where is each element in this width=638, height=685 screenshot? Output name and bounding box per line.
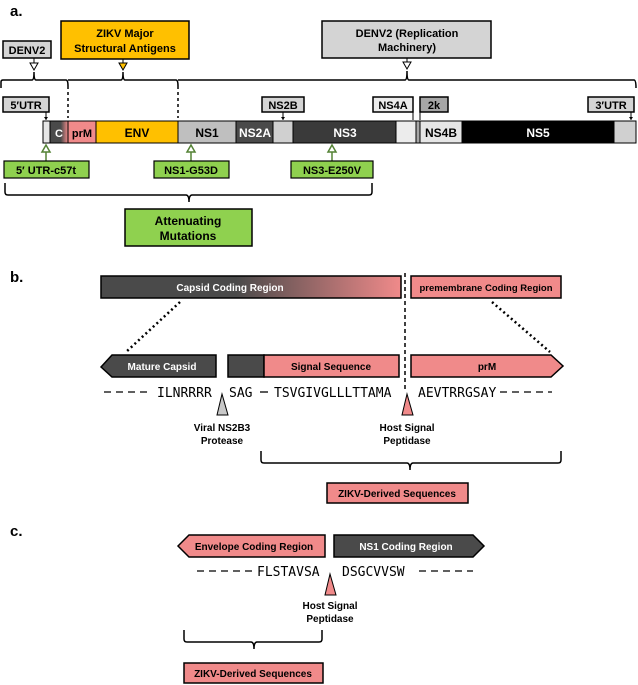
seg-ns2a-label: NS2A xyxy=(239,126,271,140)
premembrane-region-label: premembrane Coding Region xyxy=(419,283,552,294)
zoom-dotted-line-left xyxy=(125,301,181,353)
prm-label: prM xyxy=(478,362,496,373)
mutation-arrow-icon xyxy=(326,143,338,153)
seq-mid2: TSVGIVGLLLTTAMA xyxy=(274,386,392,401)
seq-mid1: SAG xyxy=(229,386,253,401)
zikv-bracket-b xyxy=(260,451,562,471)
peptidase-cleavage-triangle-icon xyxy=(401,392,414,416)
mutation-ns1-g53d: NS1-G53D xyxy=(153,160,230,179)
seq-right: AEVTRRGSAY xyxy=(418,386,496,401)
envelope-region-label: Envelope Coding Region xyxy=(195,542,313,553)
seg-ns1-label: NS1 xyxy=(195,126,219,140)
signal-sequence-bar: Signal Sequence xyxy=(227,354,400,378)
zikv-pointer-icon xyxy=(118,62,128,72)
denv2-label: DENV2 xyxy=(9,45,46,57)
utr5-label: 5′UTR xyxy=(10,100,41,112)
pointer-triangles xyxy=(29,58,412,72)
mutation-arrows xyxy=(40,143,338,162)
denv2-rep-pointer-icon xyxy=(402,61,412,71)
zikv-derived-box-b: ZIKV-Derived Sequences xyxy=(326,482,469,504)
peptidase-line2-b: Peptidase xyxy=(383,436,431,447)
seq-c-right: DSGCVVSW xyxy=(342,565,405,580)
seg-ns4b-label: NS4B xyxy=(425,126,457,140)
peptidase-line1-b: Host Signal xyxy=(379,423,434,434)
seq-c-left: FLSTAVSA xyxy=(257,565,320,580)
signal-sequence-label: Signal Sequence xyxy=(291,362,371,373)
panel-b-label: b. xyxy=(10,269,23,286)
zikv-line2: Structural Antigens xyxy=(74,43,176,55)
capsid-region-label: Capsid Coding Region xyxy=(176,283,283,294)
seg-env-label: ENV xyxy=(125,126,150,140)
segment-ns4a xyxy=(395,120,417,144)
zikv-bracket-c xyxy=(183,630,323,650)
mutation-ns3-e250v: NS3-E250V xyxy=(290,160,374,179)
denv2-box: DENV2 xyxy=(2,40,52,59)
2k-callout: 2k xyxy=(419,96,449,120)
prm-arrow: prM xyxy=(410,354,565,378)
seg-ns5-label: NS5 xyxy=(526,126,550,140)
seq-left: ILNRRRR xyxy=(157,386,212,401)
denv2-rep-line1: DENV2 (Replication xyxy=(356,28,459,40)
panel-c-label: c. xyxy=(10,523,23,540)
ns4a-callout: NS4A xyxy=(372,96,414,120)
capsid-coding-region-bar: Capsid Coding Region xyxy=(100,275,402,299)
ns1-coding-region-arrow: NS1 Coding Region xyxy=(333,534,486,558)
zikv-derived-box-c: ZIKV-Derived Sequences xyxy=(183,662,324,684)
mature-capsid-arrow: Mature Capsid xyxy=(99,354,217,378)
2k-label: 2k xyxy=(428,100,441,112)
zikv-derived-label-b: ZIKV-Derived Sequences xyxy=(338,489,456,500)
segment-ns2b xyxy=(272,120,294,144)
seg-c-label: C xyxy=(55,128,63,140)
zoom-dotted-line-right xyxy=(491,301,551,353)
segment-labels: C prM ENV NS1 NS2A NS3 NS4B NS5 xyxy=(55,126,550,140)
zikv-derived-label-c: ZIKV-Derived Sequences xyxy=(194,669,312,680)
panel-a-label: a. xyxy=(10,3,23,20)
denv2-pointer-icon xyxy=(29,62,39,72)
premembrane-coding-region-bar: premembrane Coding Region xyxy=(410,275,562,299)
utr3-callout: 3′UTR xyxy=(587,96,635,120)
sequence-b: ILNRRRR SAG TSVGIVGLLLTTAMA AEVTRRGSAY xyxy=(104,386,552,401)
attenuating-line1: Attenuating xyxy=(155,214,222,228)
segment-utr5 xyxy=(42,120,51,144)
segment-utr3 xyxy=(613,120,637,144)
denv2-rep-line2: Machinery) xyxy=(378,42,436,54)
mutation-5utr-c57t: 5′ UTR-c57t xyxy=(3,160,90,179)
attenuating-bracket xyxy=(4,183,373,203)
sequence-c: FLSTAVSA DSGCVVSW xyxy=(197,565,473,580)
mutation-1-label: 5′ UTR-c57t xyxy=(16,165,76,177)
mutation-arrow-icon xyxy=(185,143,197,153)
peptidase-line2-c: Peptidase xyxy=(306,614,354,625)
protease-cleavage-triangle-icon xyxy=(216,392,229,416)
top-brackets xyxy=(0,70,637,118)
ns4a-label: NS4A xyxy=(378,100,407,112)
mutation-arrow-icon xyxy=(40,143,52,153)
denv2-replication-box: DENV2 (Replication Machinery) xyxy=(321,20,492,59)
genome-bar xyxy=(42,120,637,144)
zikv-structural-box: ZIKV Major Structural Antigens xyxy=(60,20,190,60)
attenuating-mutations-box: Attenuating Mutations xyxy=(124,208,253,247)
ns1-region-label: NS1 Coding Region xyxy=(359,542,452,553)
seg-ns3-label: NS3 xyxy=(333,126,357,140)
peptidase-line1-c: Host Signal xyxy=(302,601,357,612)
zikv-line1: ZIKV Major xyxy=(96,28,154,40)
attenuating-line2: Mutations xyxy=(160,229,217,243)
mutation-3-label: NS3-E250V xyxy=(303,165,362,177)
ns2b-callout: NS2B xyxy=(261,96,305,120)
envelope-coding-region-arrow: Envelope Coding Region xyxy=(176,534,326,558)
utr3-label: 3′UTR xyxy=(595,100,626,112)
mutation-2-label: NS1-G53D xyxy=(164,165,218,177)
protease-line2: Protease xyxy=(201,436,244,447)
mature-capsid-label: Mature Capsid xyxy=(128,362,197,373)
utr5-callout: 5′UTR xyxy=(2,96,50,120)
protease-line1: Viral NS2B3 xyxy=(194,423,251,434)
seg-prm-label: prM xyxy=(72,128,92,140)
ns2b-label: NS2B xyxy=(268,100,297,112)
peptidase-cleavage-triangle-c-icon xyxy=(324,572,337,596)
segment-2k xyxy=(415,120,421,144)
